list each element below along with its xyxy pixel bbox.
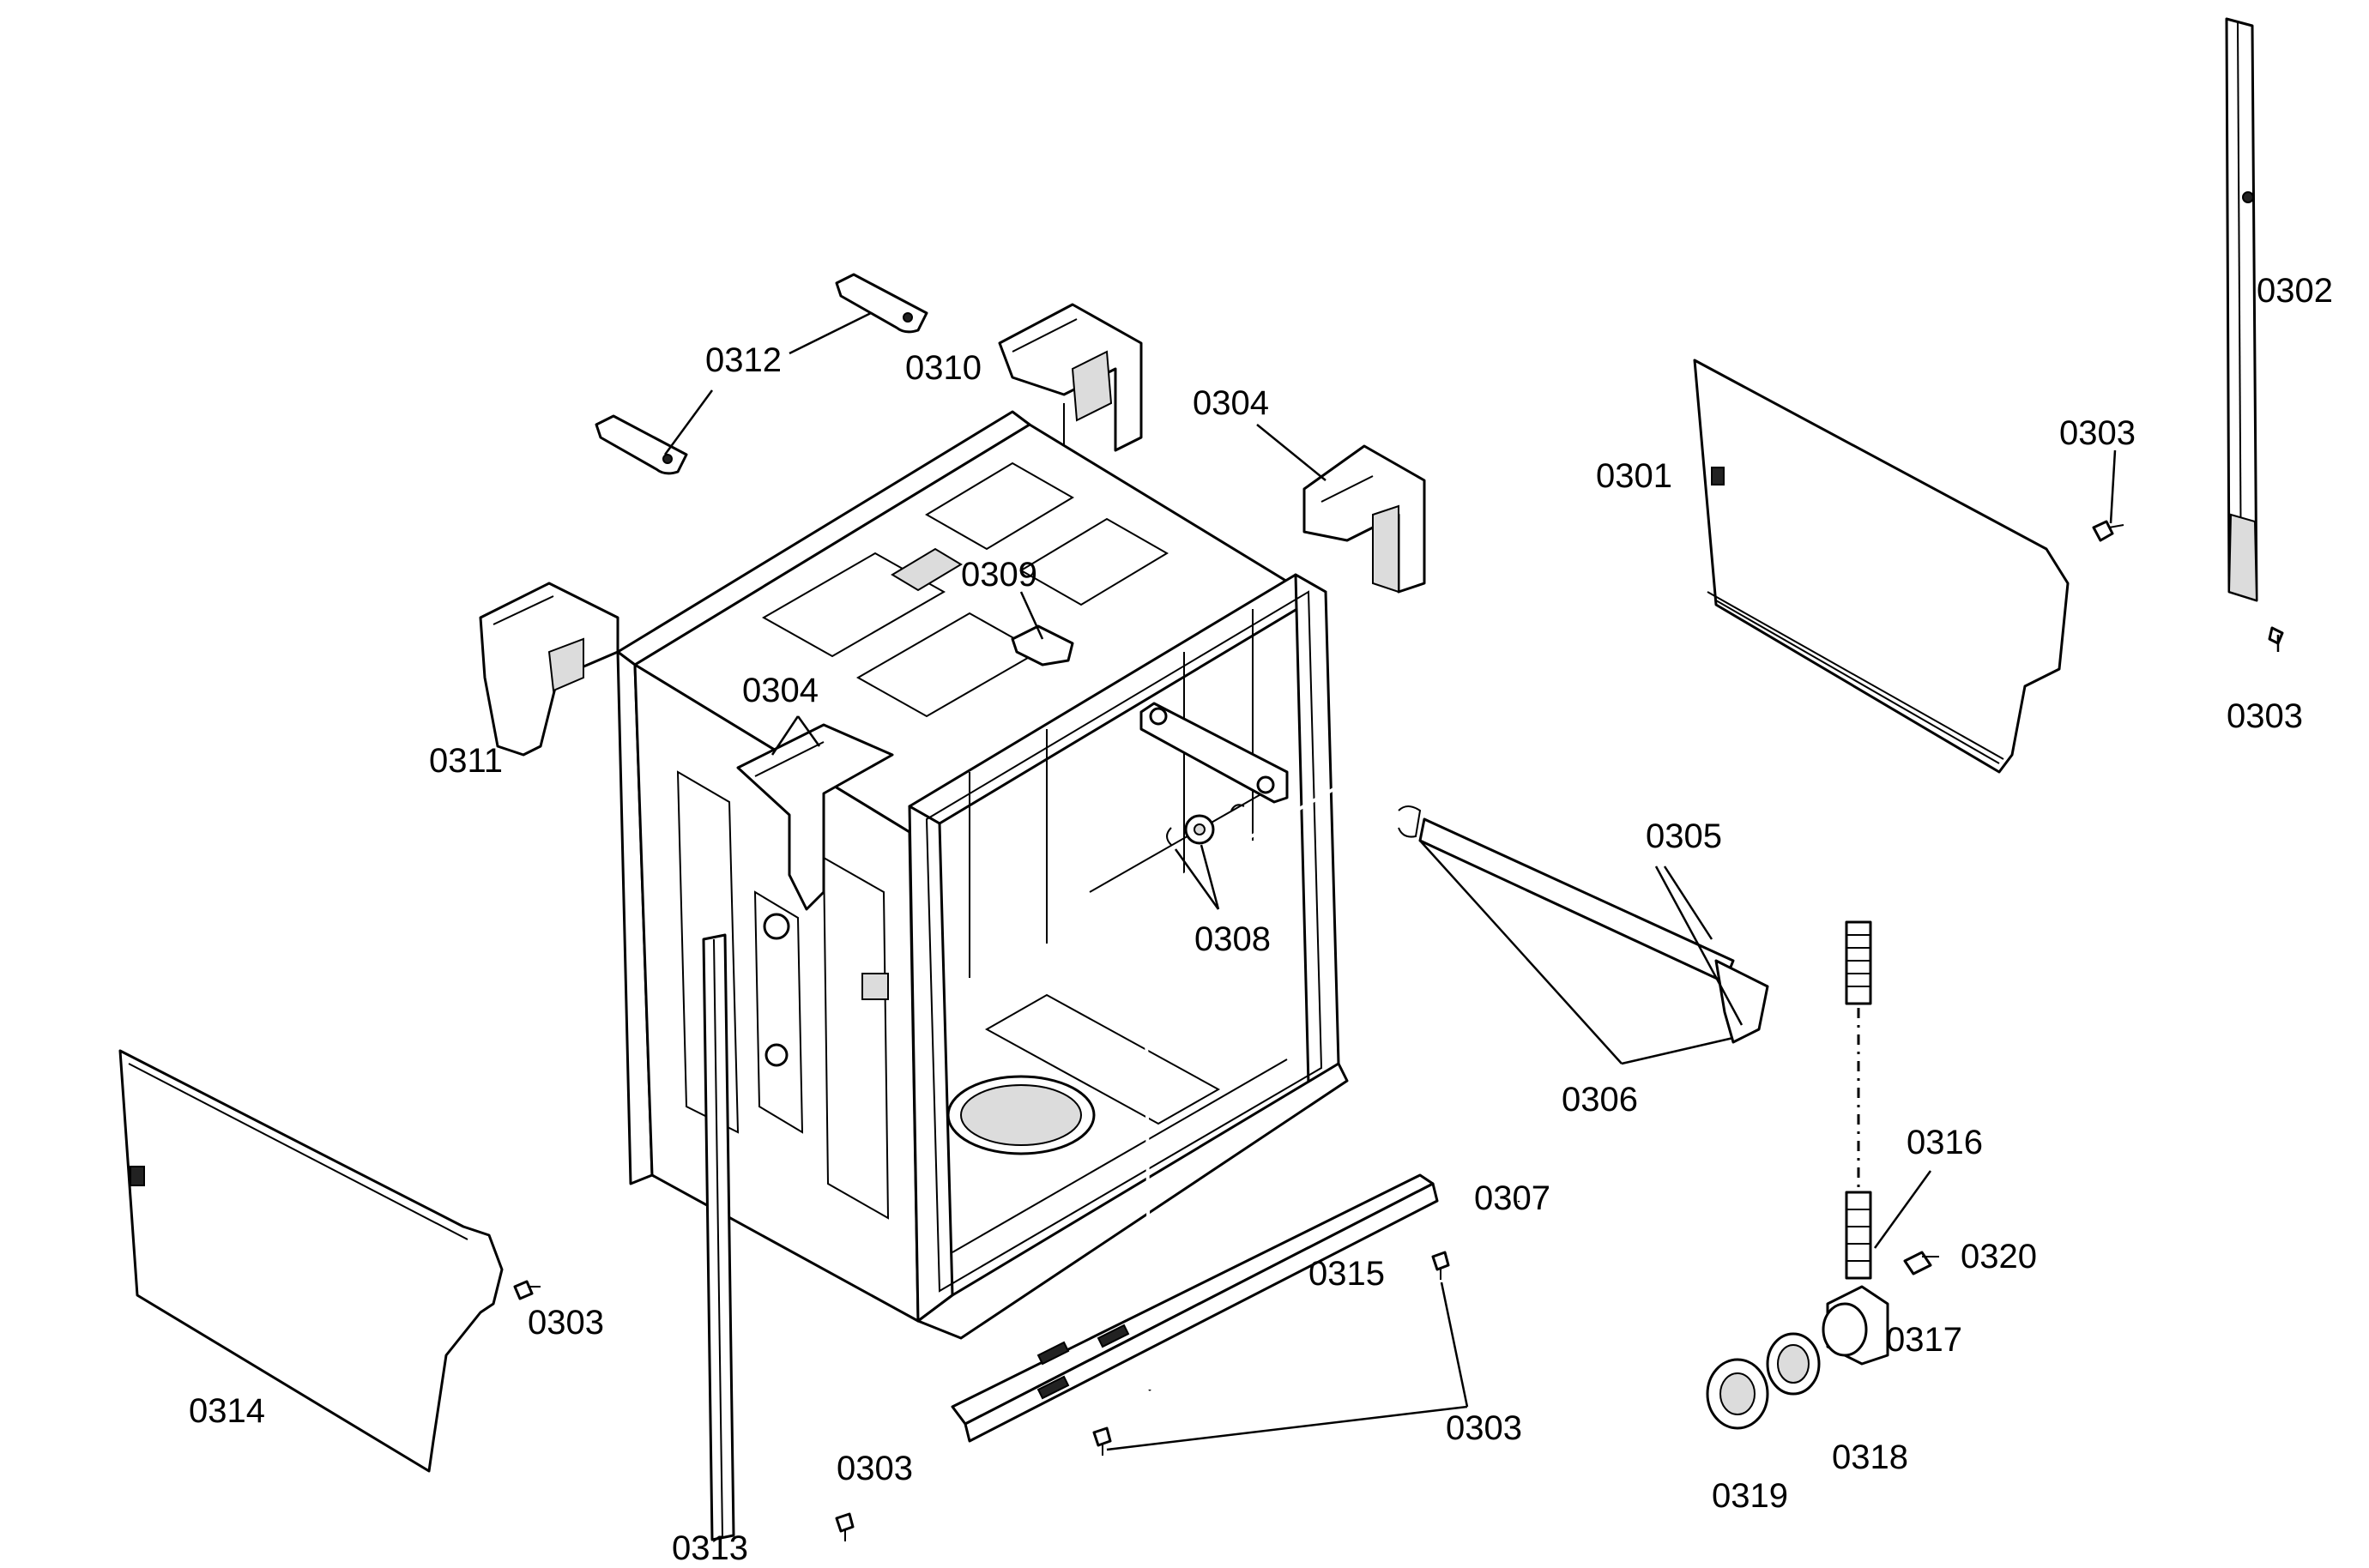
part-0303-screw-4 [1431, 1251, 1450, 1280]
label-0304-left: 0304 [742, 672, 819, 709]
part-0307-seal [1143, 703, 1520, 1391]
part-0314-panel [118, 1049, 504, 1473]
label-0308: 0308 [1194, 920, 1271, 958]
label-0318: 0318 [1832, 1438, 1908, 1476]
leader-lines [663, 311, 2280, 1451]
part-0320-screw [1903, 1251, 1939, 1276]
part-0312-clip-upper [835, 273, 928, 334]
label-0313: 0313 [672, 1529, 748, 1564]
label-0312: 0312 [705, 341, 782, 379]
part-labels: 0302 0301 0303 0303 0312 0310 0304 0309 … [189, 272, 2333, 1567]
label-0301: 0301 [1596, 457, 1672, 495]
label-0302: 0302 [2257, 272, 2333, 310]
part-0308-hinge [1139, 702, 1289, 846]
part-0303-screw-3 [513, 1280, 541, 1300]
label-0304-right: 0304 [1193, 384, 1269, 422]
part-0303-screw-5 [1092, 1426, 1112, 1456]
part-0311-bracket [479, 582, 619, 757]
part-0304-bracket-left [736, 723, 894, 911]
part-0304-bracket-right [1302, 444, 1426, 594]
label-0305: 0305 [1646, 817, 1722, 855]
part-0318-ring [1766, 1332, 1821, 1396]
label-0310: 0310 [905, 349, 982, 387]
label-0311: 0311 [429, 742, 503, 780]
label-0317: 0317 [1886, 1321, 1962, 1359]
label-0319: 0319 [1712, 1477, 1788, 1515]
label-0316: 0316 [1907, 1124, 1983, 1161]
label-0303-base: 0303 [1446, 1409, 1522, 1447]
part-0313-strip [702, 933, 735, 1541]
part-0309-clip [1011, 624, 1074, 666]
label-0303-top: 0303 [2059, 414, 2136, 452]
label-0303-right: 0303 [2227, 697, 2303, 735]
part-0310-bracket [998, 303, 1143, 452]
part-0303-screw-6 [835, 1512, 855, 1541]
part-0303-screw-2 [2268, 626, 2284, 645]
part-0312-clip-lower [595, 414, 688, 475]
part-0316-hose [1845, 920, 1872, 1280]
label-0307: 0307 [1474, 1179, 1550, 1217]
part-0315-base [951, 1173, 1439, 1443]
part-0302-strip [2225, 17, 2258, 602]
label-0309: 0309 [961, 556, 1037, 594]
label-0320: 0320 [1961, 1238, 2037, 1276]
part-0303-screw-1 [2092, 520, 2124, 542]
part-0319-cap [1706, 1358, 1769, 1430]
dishwasher-tub [616, 410, 1349, 1340]
label-0306: 0306 [1562, 1081, 1638, 1119]
label-0314: 0314 [189, 1392, 265, 1430]
label-0315: 0315 [1308, 1255, 1385, 1293]
label-0303-bottom: 0303 [837, 1450, 913, 1487]
part-0305-rail [1398, 805, 1769, 1044]
part-0317-elbow [1822, 1285, 1889, 1366]
part-0301-panel [1693, 359, 2070, 774]
label-0303-left: 0303 [528, 1304, 604, 1342]
